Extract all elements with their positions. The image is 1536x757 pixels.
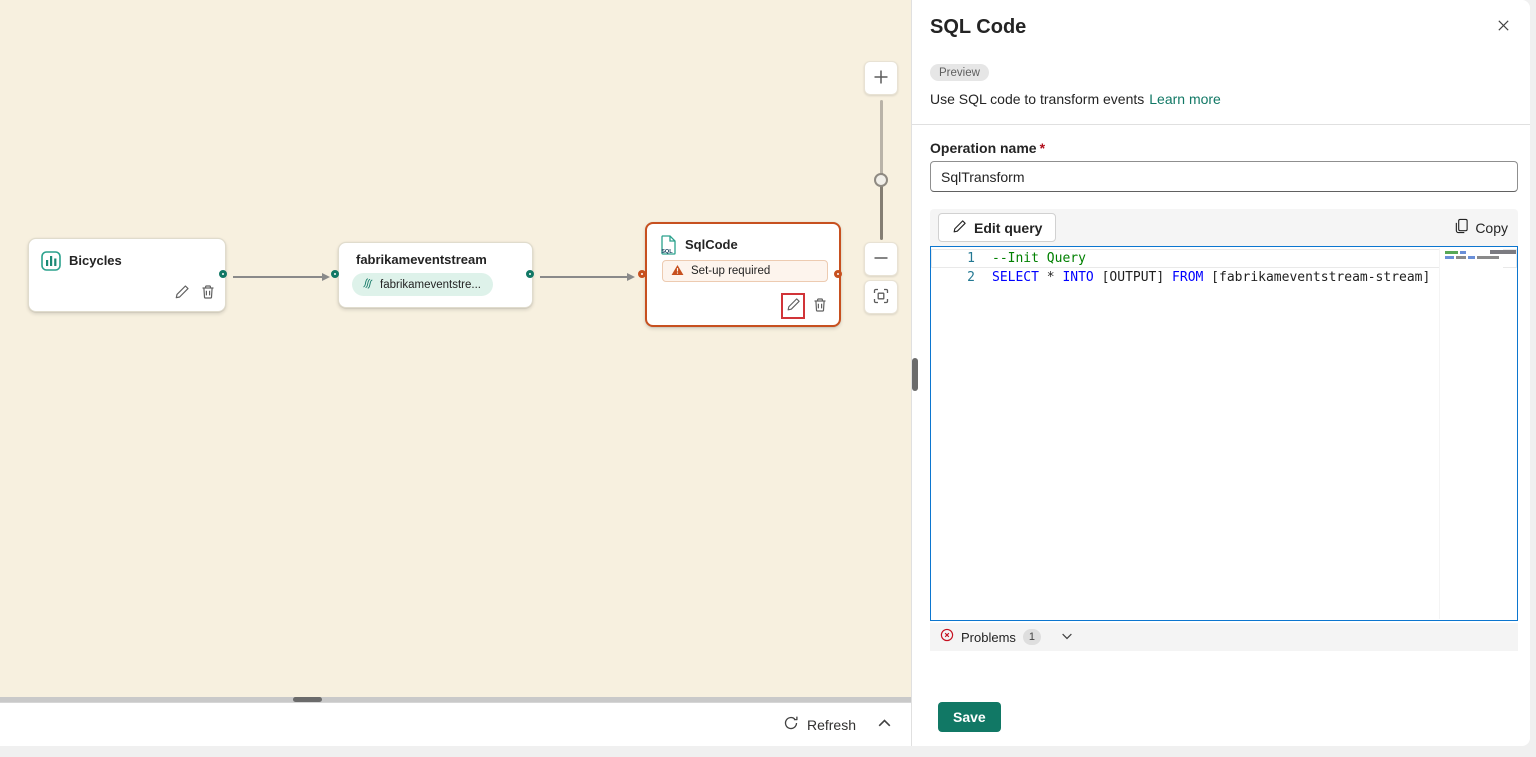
code-line[interactable]: 1 --Init Query (931, 249, 1517, 268)
refresh-button[interactable]: Refresh (783, 715, 856, 734)
minimap-mark (1477, 256, 1499, 259)
code-line[interactable]: 2 SELECT * INTO [OUTPUT] FROM [fabrikamev… (931, 268, 1517, 287)
chevron-down-icon (1060, 629, 1074, 646)
minimap[interactable] (1439, 248, 1503, 619)
edit-query-label: Edit query (974, 219, 1043, 236)
operation-name-input[interactable] (930, 161, 1518, 192)
minimap-mark (1468, 256, 1475, 259)
editor-scrollbar-thumb[interactable] (1490, 250, 1516, 254)
fit-view-icon (873, 288, 889, 307)
node-title: fabrikameventstream (356, 252, 487, 267)
fit-to-view-button[interactable] (864, 280, 898, 314)
input-connector[interactable] (638, 270, 646, 278)
header-divider (912, 124, 1530, 125)
output-connector[interactable] (834, 270, 842, 278)
canvas-horizontal-scrollbar[interactable] (0, 697, 911, 702)
node-sqlcode[interactable]: SQL SqlCode Set-up required (645, 222, 841, 327)
bar-chart-icon (41, 251, 61, 271)
line-number: 2 (967, 270, 975, 285)
node-bicycles[interactable]: Bicycles (28, 238, 226, 312)
sql-code-panel: SQL Code Preview Use SQL code to transfo… (911, 0, 1530, 746)
zoom-slider-handle[interactable] (874, 173, 888, 187)
code-text: --Init Query (992, 251, 1086, 266)
panel-title: SQL Code (930, 16, 1027, 38)
chevron-up-icon (876, 715, 893, 735)
stream-icon (361, 277, 374, 293)
stream-badge-label: fabrikameventstre... (380, 278, 481, 291)
trash-icon (812, 297, 828, 316)
copy-button[interactable]: Copy (1454, 214, 1508, 241)
learn-more-link[interactable]: Learn more (1149, 91, 1221, 107)
edit-node-button[interactable] (173, 283, 191, 304)
pencil-icon (174, 284, 190, 303)
problems-count-badge: 1 (1022, 629, 1042, 645)
sql-document-icon: SQL (659, 235, 679, 255)
eventstream-canvas[interactable]: Bicycles fabrikameventstream fabrikameve… (0, 0, 911, 697)
edge-bicycles-to-eventstream (233, 276, 323, 278)
minus-icon (873, 250, 889, 269)
problems-label: Problems (961, 629, 1016, 645)
node-title: SqlCode (685, 237, 738, 252)
trash-icon (200, 284, 216, 303)
delete-node-button[interactable] (199, 283, 217, 304)
warning-icon (671, 264, 684, 279)
zoom-out-button[interactable] (864, 242, 898, 276)
svg-text:SQL: SQL (661, 249, 673, 255)
plus-icon (873, 69, 889, 88)
node-eventstream[interactable]: fabrikameventstream fabrikameventstre... (338, 242, 533, 308)
canvas-vertical-scrollbar[interactable] (912, 358, 918, 391)
preview-badge: Preview (930, 64, 989, 81)
line-number: 1 (967, 251, 975, 266)
minimap-mark (1445, 251, 1458, 254)
zoom-slider[interactable] (880, 100, 883, 240)
editor-toolbar: Edit query Copy (930, 209, 1518, 246)
error-icon (940, 628, 954, 647)
edge-eventstream-to-sqlcode (540, 276, 628, 278)
code-editor[interactable]: 1 --Init Query 2 SELECT * INTO [OUTPUT] FRO… (930, 246, 1518, 621)
description-text: Use SQL code to transform events (930, 91, 1145, 107)
copy-label: Copy (1475, 219, 1508, 236)
copy-icon (1454, 218, 1469, 237)
operation-name-label: Operation name* (930, 140, 1046, 156)
refresh-icon (783, 715, 799, 734)
required-asterisk: * (1039, 140, 1046, 156)
refresh-label: Refresh (806, 716, 856, 733)
code-text: SELECT * INTO [OUTPUT] FROM [fabrikameve… (992, 270, 1431, 285)
stream-badge[interactable]: fabrikameventstre... (352, 273, 493, 296)
close-panel-button[interactable] (1492, 16, 1514, 38)
problems-bar[interactable]: Problems 1 (930, 623, 1518, 651)
node-title: Bicycles (69, 253, 122, 268)
code-lines[interactable]: 1 --Init Query 2 SELECT * INTO [OUTPUT] FRO… (931, 249, 1517, 287)
collapse-panel-button[interactable] (876, 715, 893, 735)
problems-expand-button[interactable] (1060, 629, 1074, 646)
canvas-footer: Refresh (0, 702, 911, 746)
horizontal-scrollbar-thumb[interactable] (293, 697, 322, 702)
annotation-highlight-box (781, 293, 805, 319)
delete-node-button[interactable] (811, 296, 829, 317)
save-button[interactable]: Save (938, 702, 1001, 732)
edit-query-button[interactable]: Edit query (938, 213, 1057, 242)
edit-node-button[interactable] (785, 296, 802, 316)
zoom-in-button[interactable] (864, 61, 898, 95)
setup-required-badge: Set-up required (662, 260, 828, 282)
minimap-mark (1456, 256, 1466, 259)
pencil-icon (952, 219, 967, 237)
canvas-column: Bicycles fabrikameventstream fabrikameve… (0, 0, 911, 746)
minimap-mark (1460, 251, 1466, 254)
warning-label: Set-up required (691, 265, 771, 277)
output-connector[interactable] (219, 270, 227, 278)
pencil-icon (786, 297, 801, 315)
minimap-mark (1445, 256, 1454, 259)
close-icon (1496, 18, 1511, 36)
output-connector[interactable] (526, 270, 534, 278)
input-connector[interactable] (331, 270, 339, 278)
